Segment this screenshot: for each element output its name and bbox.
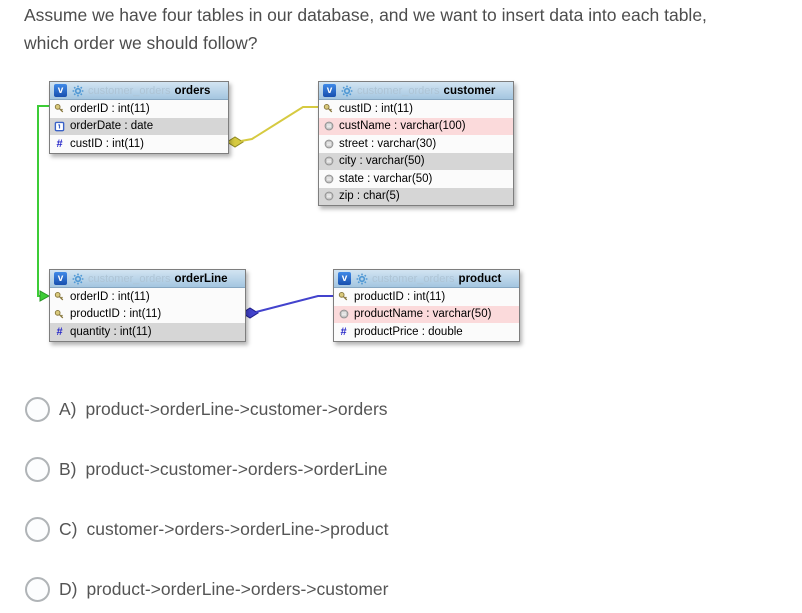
relationship-line-orders-customer: [240, 106, 318, 142]
schema-name: customer_orders: [88, 84, 171, 97]
text-icon: [337, 309, 350, 319]
table-product: v customer_orders product productID : in…: [333, 269, 520, 342]
radio-button[interactable]: [25, 456, 50, 482]
relationship-diamond-blue: [241, 307, 259, 319]
column-label: productID : int(11): [70, 308, 162, 321]
text-icon: [322, 121, 335, 131]
table-row: productID : int(11): [334, 288, 519, 306]
answer-option-d[interactable]: D) product->orderLine->orders->customer: [25, 576, 389, 602]
key-icon: [322, 103, 335, 114]
view-badge-icon: v: [323, 84, 336, 97]
table-orderline: v customer_orders orderLine orderID : in…: [49, 269, 246, 342]
table-customer: v customer_orders customer custID : int(…: [318, 81, 514, 206]
table-header: v customer_orders orders: [50, 82, 228, 100]
column-label: orderID : int(11): [70, 290, 150, 303]
schema-name: customer_orders: [357, 84, 440, 97]
radio-button[interactable]: [25, 516, 50, 542]
column-label: orderID : int(11): [70, 102, 150, 115]
column-label: productID : int(11): [354, 290, 446, 303]
column-label: custID : int(11): [339, 102, 413, 115]
column-label: productPrice : double: [354, 325, 463, 338]
table-row: orderDate : date: [50, 117, 228, 135]
table-row: orderID : int(11): [50, 100, 228, 118]
table-header: v customer_orders product: [334, 270, 519, 288]
text-icon: [322, 139, 335, 149]
text-icon: [322, 191, 335, 201]
number-icon: [53, 138, 66, 150]
view-badge-icon: v: [54, 84, 67, 97]
number-icon: [53, 326, 66, 338]
column-label: productName : varchar(50): [354, 308, 492, 321]
column-label: quantity : int(11): [70, 325, 152, 338]
option-letter: C): [59, 518, 78, 539]
relationship-diamond-yellow: [226, 136, 244, 148]
column-label: city : varchar(50): [339, 155, 425, 168]
column-label: orderDate : date: [70, 120, 154, 133]
table-row: orderID : int(11): [50, 288, 245, 306]
column-label: custName : varchar(100): [339, 120, 466, 133]
radio-button[interactable]: [25, 396, 50, 422]
gear-icon: [340, 85, 353, 97]
option-text: product->orderLine->orders->customer: [86, 578, 389, 599]
column-label: custID : int(11): [70, 137, 144, 150]
relationship-arrow-green: [39, 290, 51, 302]
table-row: custID : int(11): [319, 100, 513, 118]
text-icon: [322, 156, 335, 166]
table-row: custName : varchar(100): [319, 117, 513, 135]
table-row: productName : varchar(50): [334, 305, 519, 323]
table-name: product: [458, 272, 502, 285]
answer-option-c[interactable]: C) customer->orders->orderLine->product: [25, 516, 389, 542]
table-name: orders: [174, 84, 211, 97]
table-header: v customer_orders orderLine: [50, 270, 245, 288]
option-text: customer->orders->orderLine->product: [86, 518, 389, 539]
table-name: orderLine: [174, 272, 228, 285]
option-letter: D): [59, 578, 78, 599]
relationship-line-orders-orderline: [37, 105, 49, 297]
table-row: zip : char(5): [319, 187, 513, 205]
table-row: productPrice : double: [334, 323, 519, 341]
option-text: product->orderLine->customer->orders: [85, 398, 388, 419]
view-badge-icon: v: [338, 272, 351, 285]
column-label: street : varchar(30): [339, 137, 437, 150]
table-row: quantity : int(11): [50, 323, 245, 341]
table-row: street : varchar(30): [319, 135, 513, 153]
gear-icon: [71, 85, 84, 97]
gear-icon: [355, 273, 368, 285]
option-letter: A): [59, 398, 77, 419]
schema-name: customer_orders: [372, 272, 455, 285]
text-icon: [322, 174, 335, 184]
column-label: state : varchar(50): [339, 172, 433, 185]
answer-option-a[interactable]: A) product->orderLine->customer->orders: [25, 396, 388, 422]
table-row: productID : int(11): [50, 305, 245, 323]
option-letter: B): [59, 458, 77, 479]
table-name: customer: [443, 84, 496, 97]
key-icon: [337, 291, 350, 302]
gear-icon: [71, 273, 84, 285]
table-row: city : varchar(50): [319, 152, 513, 170]
table-orders: v customer_orders orders orderID : int(1…: [49, 81, 229, 154]
table-row: state : varchar(50): [319, 170, 513, 188]
table-header: v customer_orders customer: [319, 82, 513, 100]
table-row: custID : int(11): [50, 135, 228, 153]
relationship-line-orderline-product: [255, 295, 333, 313]
radio-button[interactable]: [25, 576, 50, 602]
key-icon: [53, 103, 66, 114]
schema-name: customer_orders: [88, 272, 171, 285]
option-text: product->customer->orders->orderLine: [85, 458, 388, 479]
date-icon: [53, 121, 66, 132]
column-label: zip : char(5): [339, 190, 400, 203]
view-badge-icon: v: [54, 272, 67, 285]
key-icon: [53, 309, 66, 320]
number-icon: [337, 326, 350, 338]
question-text: Assume we have four tables in our databa…: [24, 5, 707, 53]
answer-option-b[interactable]: B) product->customer->orders->orderLine: [25, 456, 388, 482]
key-icon: [53, 291, 66, 302]
